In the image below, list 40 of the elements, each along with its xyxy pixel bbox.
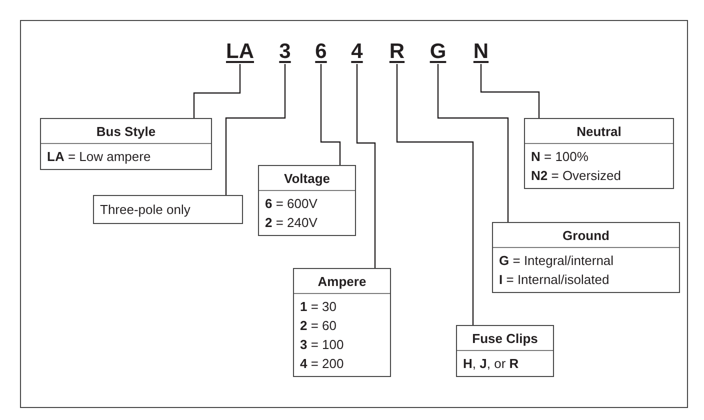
box-heading: Ampere [294,269,390,294]
box-entry: LA = Low ampere [46,148,152,166]
box-entry: G = Integral/internal [498,252,615,270]
spec-box [40,118,212,170]
box-heading: Voltage [259,166,355,191]
leader-line [480,64,540,118]
code-letter: R [388,40,406,64]
spec-box [293,268,391,377]
box-entry: 1 = 30 [299,298,338,316]
box-entry: N2 = Oversized [530,167,622,185]
code-letter: 4 [348,40,366,64]
box-heading: Ground [493,223,679,248]
leader-line [437,64,509,222]
spec-box [258,165,356,236]
box-entry: 3 = 100 [299,336,345,354]
code-letter: 6 [312,40,330,64]
spec-box [524,118,674,189]
box-entry: I = Internal/isolated [498,271,610,289]
box-heading: Bus Style [41,119,211,144]
code-letter: LA [223,40,257,64]
leader-line [396,64,474,325]
leader-line [193,64,241,118]
box-entry: N = 100% [530,148,590,166]
code-letter: G [429,40,447,64]
box-entry: 2 = 60 [299,317,338,335]
box-entry: 6 = 600V [264,195,318,213]
leader-line [356,64,376,268]
box-entry: Three-pole only [99,201,192,219]
box-entry: 4 = 200 [299,355,345,373]
leader-line [225,64,286,195]
box-entry: H, J, or R [462,355,520,373]
leader-line [320,64,341,165]
spec-box [492,222,680,293]
box-heading: Neutral [525,119,673,144]
box-entry: 2 = 240V [264,214,318,232]
spec-box [456,325,554,377]
spec-box [93,195,243,224]
code-letter: 3 [276,40,294,64]
box-heading: Fuse Clips [457,326,553,351]
code-letter: N [472,40,490,64]
